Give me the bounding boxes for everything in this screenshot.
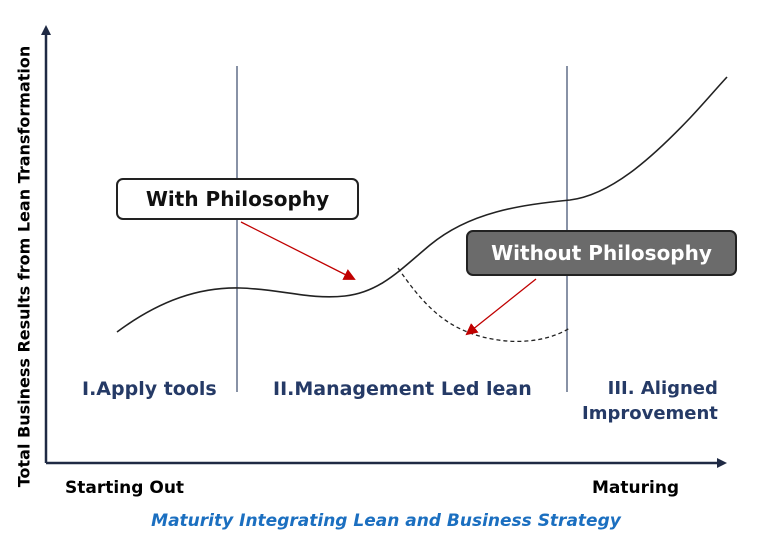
with-philosophy-callout: With Philosophy bbox=[116, 178, 359, 220]
with-philosophy-curve bbox=[116, 76, 728, 333]
without-philosophy-arrow bbox=[465, 278, 537, 336]
without-philosophy-callout: Without Philosophy bbox=[466, 230, 737, 276]
with-philosophy-arrow bbox=[240, 221, 356, 280]
diagram-caption: Maturity Integrating Lean and Business S… bbox=[151, 511, 621, 531]
x-axis-end-label: Maturing bbox=[592, 478, 680, 498]
phase-label-management-led-lean: II.Management Led lean bbox=[273, 378, 532, 400]
without-philosophy-curve bbox=[397, 267, 571, 343]
phase-label-line2: Improvement bbox=[582, 403, 718, 424]
phase-label-aligned-improvement: III. Aligned Improvement bbox=[582, 376, 718, 426]
x-axis-start-label: Starting Out bbox=[65, 478, 185, 498]
phase-label-line1: III. Aligned bbox=[607, 378, 718, 399]
phase-label-apply-tools: I.Apply tools bbox=[82, 378, 217, 400]
y-axis-label: Total Business Results from Lean Transfo… bbox=[14, 45, 34, 488]
